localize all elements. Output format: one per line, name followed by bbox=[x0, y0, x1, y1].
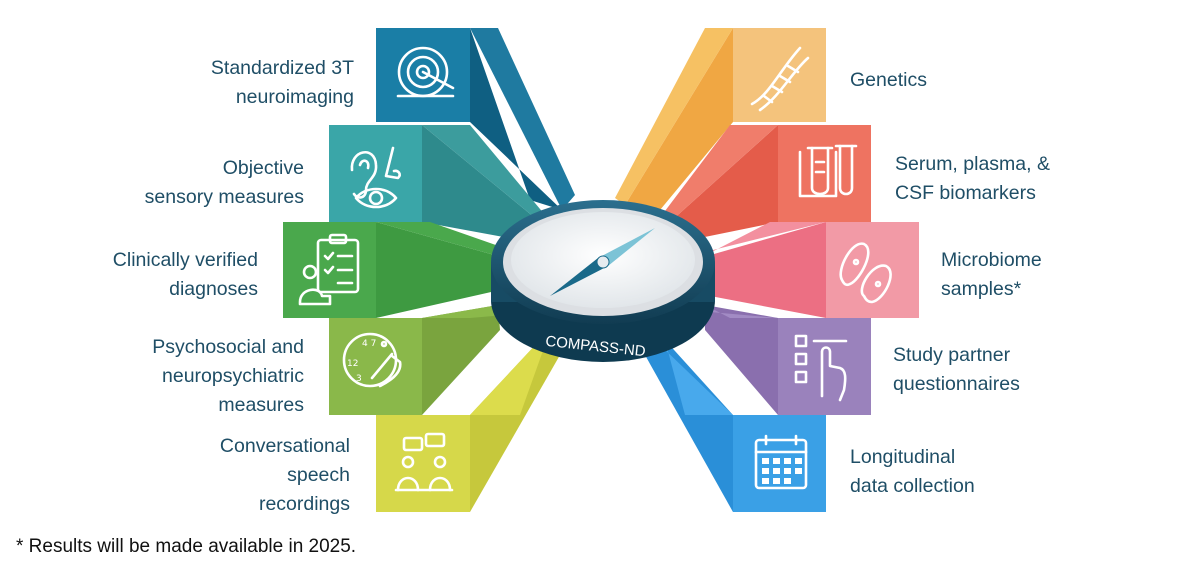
mri-scanner-icon bbox=[396, 46, 455, 98]
square-speech bbox=[376, 415, 470, 512]
dna-helix-icon bbox=[750, 46, 810, 112]
ear-nose-eye-icon bbox=[350, 146, 401, 209]
footnote: * Results will be made available in 2025… bbox=[16, 536, 357, 557]
svg-text:4 7: 4 7 bbox=[362, 339, 376, 349]
ray-diagnoses bbox=[376, 222, 505, 318]
conversation-people-icon bbox=[394, 432, 454, 492]
rays-right bbox=[615, 28, 826, 512]
compass-needle-north bbox=[598, 228, 655, 266]
ray-biomarkers bbox=[670, 125, 778, 240]
ray-sensory bbox=[422, 125, 540, 240]
test-tubes-icon bbox=[798, 144, 858, 198]
svg-text:12: 12 bbox=[347, 359, 358, 369]
square-questionnaires bbox=[778, 318, 871, 415]
square-psychosocial bbox=[329, 318, 422, 415]
ray-speech bbox=[470, 340, 560, 512]
square-biomarkers bbox=[778, 125, 871, 222]
bacteria-icon bbox=[839, 242, 892, 304]
calendar-icon bbox=[754, 434, 808, 490]
checklist-finger-icon bbox=[794, 334, 848, 402]
clock-drawing-test-icon: 4 7 12 3 bbox=[342, 332, 402, 388]
ray-questionnaires bbox=[705, 305, 778, 415]
label-biomarkers: Serum, plasma, &CSF biomarkers bbox=[895, 153, 1050, 204]
squares-right bbox=[733, 28, 919, 512]
compass-needle-south bbox=[550, 258, 608, 296]
rays-left bbox=[376, 28, 575, 512]
compass: COMPASS-ND bbox=[491, 200, 715, 362]
square-neuroimaging bbox=[376, 28, 470, 122]
ray-genetics bbox=[625, 28, 733, 210]
ray-neuroimaging bbox=[470, 28, 562, 210]
ray-microbiome bbox=[700, 222, 826, 318]
label-genetics: Genetics bbox=[850, 69, 927, 91]
ray-psychosocial bbox=[422, 305, 500, 415]
calendar-cells bbox=[762, 458, 802, 484]
ray-longitudinal bbox=[645, 340, 733, 512]
svg-text:3: 3 bbox=[356, 374, 362, 384]
clipboard-checklist-icon bbox=[298, 233, 360, 306]
